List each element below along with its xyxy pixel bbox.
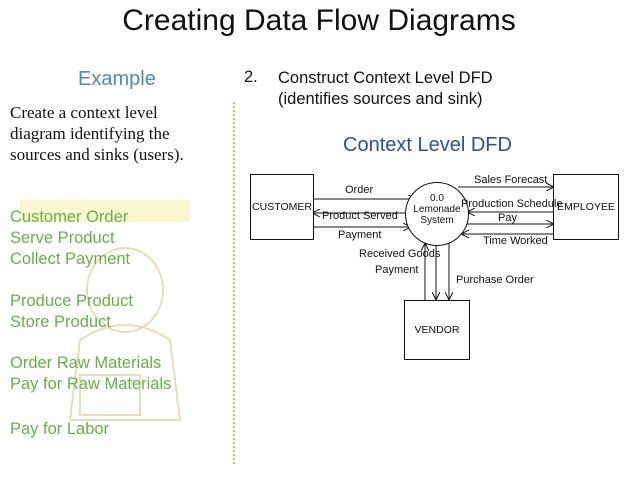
activity-item: Store Product — [10, 313, 111, 331]
flow-label-time-worked: Time Worked — [483, 235, 548, 247]
intro-text: Create a context level diagram identifyi… — [10, 102, 230, 165]
process-name-line: Lemonade — [413, 204, 461, 215]
activity-group-customer: Customer Order Serve Product Collect Pay… — [10, 207, 130, 270]
entity-employee: EMPLOYEE — [553, 174, 619, 240]
flow-label-product-served: Product Served — [322, 210, 398, 222]
step-text: Construct Context Level DFD (identifies … — [278, 68, 493, 110]
step-line: Construct Context Level DFD — [278, 69, 493, 87]
intro-line: Create a context level — [10, 103, 158, 122]
activity-item: Order Raw Materials — [10, 354, 162, 372]
flow-label-sales-forecast: Sales Forecast — [474, 174, 548, 186]
entity-customer: CUSTOMER — [250, 174, 314, 240]
flow-label-vendor-payment: Payment — [375, 264, 419, 276]
intro-line: sources and sinks (users). — [10, 145, 184, 164]
activity-item: Customer Order — [10, 208, 129, 226]
activity-item: Collect Payment — [10, 250, 131, 268]
flow-label-payment: Payment — [338, 229, 382, 241]
process-name-line: System — [420, 215, 454, 226]
activity-item: Produce Product — [10, 292, 133, 310]
entity-vendor: VENDOR — [404, 300, 470, 360]
flow-label-received-goods: Received Goods — [359, 248, 441, 260]
activity-item: Pay for Labor — [10, 420, 110, 438]
activity-item: Serve Product — [10, 229, 115, 247]
background-sketch-illustration — [20, 200, 190, 421]
flow-label-production-schedule: Production Schedule — [461, 198, 563, 210]
example-heading: Example — [78, 68, 156, 90]
flow-label-order: Order — [345, 184, 374, 196]
activity-item: Pay for Raw Materials — [10, 375, 172, 393]
column-divider — [233, 102, 235, 464]
process-number: 0.0 — [430, 193, 444, 204]
activity-group-materials: Order Raw Materials Pay for Raw Material… — [10, 353, 171, 395]
process-lemonade-system: 0.0 Lemonade System — [405, 182, 469, 246]
intro-line: diagram identifying the — [10, 124, 170, 143]
flow-label-purchase-order: Purchase Order — [456, 274, 534, 286]
step-number: 2. — [244, 68, 258, 86]
step-line: (identifies sources and sink) — [278, 90, 483, 108]
activity-group-labor: Pay for Labor — [10, 419, 109, 440]
activity-group-production: Produce Product Store Product — [10, 291, 133, 333]
page-title: Creating Data Flow Diagrams — [122, 4, 516, 37]
flow-label-pay: Pay — [498, 212, 517, 224]
diagram-title: Context Level DFD — [343, 134, 512, 156]
